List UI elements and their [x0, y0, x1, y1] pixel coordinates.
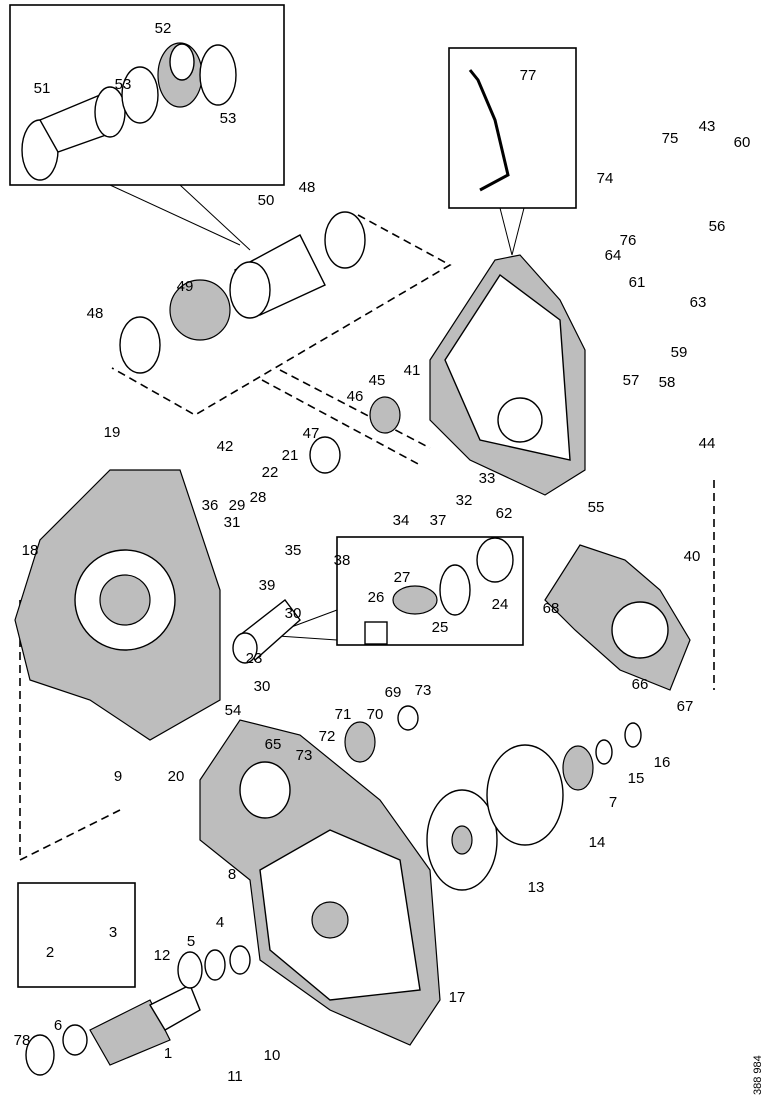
dashed-boundary [261, 379, 421, 466]
callout-48: 48 [299, 179, 316, 196]
callout-33: 33 [479, 470, 496, 487]
leader-line [499, 207, 525, 256]
callout-74: 74 [597, 170, 614, 187]
callout-21: 21 [282, 447, 299, 464]
callout-75: 75 [662, 130, 679, 147]
callout-68: 68 [543, 600, 560, 617]
callout-39: 39 [259, 577, 276, 594]
dashed-boundary [279, 369, 431, 449]
callout-73: 73 [296, 747, 313, 764]
callout-15: 15 [628, 770, 645, 787]
callout-8: 8 [228, 866, 236, 883]
callout-18: 18 [22, 542, 39, 559]
callout-61: 61 [629, 274, 646, 291]
callout-6: 6 [54, 1017, 62, 1034]
callout-40: 40 [684, 548, 701, 565]
callout-43: 43 [699, 118, 716, 135]
callout-31: 31 [224, 514, 241, 531]
leader-line [179, 184, 251, 251]
callout-5: 5 [187, 933, 195, 950]
callout-70: 70 [367, 706, 384, 723]
leader-line [109, 184, 241, 246]
callout-69: 69 [385, 684, 402, 701]
leader-line [277, 635, 338, 641]
callout-49: 49 [177, 278, 194, 295]
callout-26: 26 [368, 589, 385, 606]
callout-63: 63 [690, 294, 707, 311]
callout-73: 73 [415, 682, 432, 699]
callout-7: 7 [609, 794, 617, 811]
callout-53: 53 [220, 110, 237, 127]
callout-60: 60 [734, 134, 751, 151]
callout-13: 13 [528, 879, 545, 896]
callout-28: 28 [250, 489, 267, 506]
callout-35: 35 [285, 542, 302, 559]
callout-34: 34 [393, 512, 410, 529]
callout-53: 53 [115, 76, 132, 93]
callout-71: 71 [335, 706, 352, 723]
callout-22: 22 [262, 464, 279, 481]
callout-72: 72 [319, 728, 336, 745]
callout-44: 44 [699, 435, 716, 452]
callout-29: 29 [229, 497, 246, 514]
callout-42: 42 [217, 438, 234, 455]
callout-23: 23 [246, 650, 263, 667]
callout-16: 16 [654, 754, 671, 771]
callout-17: 17 [449, 989, 466, 1006]
callout-52: 52 [155, 20, 172, 37]
drawing-code: 388 984 [752, 1055, 764, 1095]
callout-50: 50 [258, 192, 275, 209]
callout-54: 54 [225, 702, 242, 719]
inset-box-pipe [448, 47, 577, 209]
callout-30: 30 [285, 605, 302, 622]
callout-58: 58 [659, 374, 676, 391]
callout-46: 46 [347, 388, 364, 405]
callout-59: 59 [671, 344, 688, 361]
callout-32: 32 [456, 492, 473, 509]
callout-30: 30 [254, 678, 271, 695]
callout-3: 3 [109, 924, 117, 941]
dashed-boundary [111, 214, 452, 416]
callout-24: 24 [492, 596, 509, 613]
callout-55: 55 [588, 499, 605, 516]
callout-25: 25 [432, 619, 449, 636]
callout-41: 41 [404, 362, 421, 379]
callout-48: 48 [87, 305, 104, 322]
callout-27: 27 [394, 569, 411, 586]
callout-51: 51 [34, 80, 51, 97]
callout-2: 2 [46, 944, 54, 961]
callout-62: 62 [496, 505, 513, 522]
callout-78: 78 [14, 1032, 31, 1049]
callout-38: 38 [334, 552, 351, 569]
callout-11: 11 [227, 1068, 243, 1085]
inset-box-screw [17, 882, 136, 988]
dashed-boundary [19, 600, 121, 862]
callout-77: 77 [520, 67, 537, 84]
callout-37: 37 [430, 512, 447, 529]
callout-1: 1 [164, 1045, 172, 1062]
callout-47: 47 [303, 425, 320, 442]
callout-66: 66 [632, 676, 649, 693]
callout-76: 76 [620, 232, 637, 249]
callout-45: 45 [369, 372, 386, 389]
callout-10: 10 [264, 1047, 281, 1064]
callout-19: 19 [104, 424, 121, 441]
callout-67: 67 [677, 698, 694, 715]
callout-4: 4 [216, 914, 224, 931]
callout-9: 9 [114, 768, 122, 785]
callout-20: 20 [168, 768, 185, 785]
callout-36: 36 [202, 497, 219, 514]
callout-12: 12 [154, 947, 171, 964]
callout-56: 56 [709, 218, 726, 235]
callout-65: 65 [265, 736, 282, 753]
callout-64: 64 [605, 247, 622, 264]
callout-14: 14 [589, 834, 606, 851]
callout-57: 57 [623, 372, 640, 389]
